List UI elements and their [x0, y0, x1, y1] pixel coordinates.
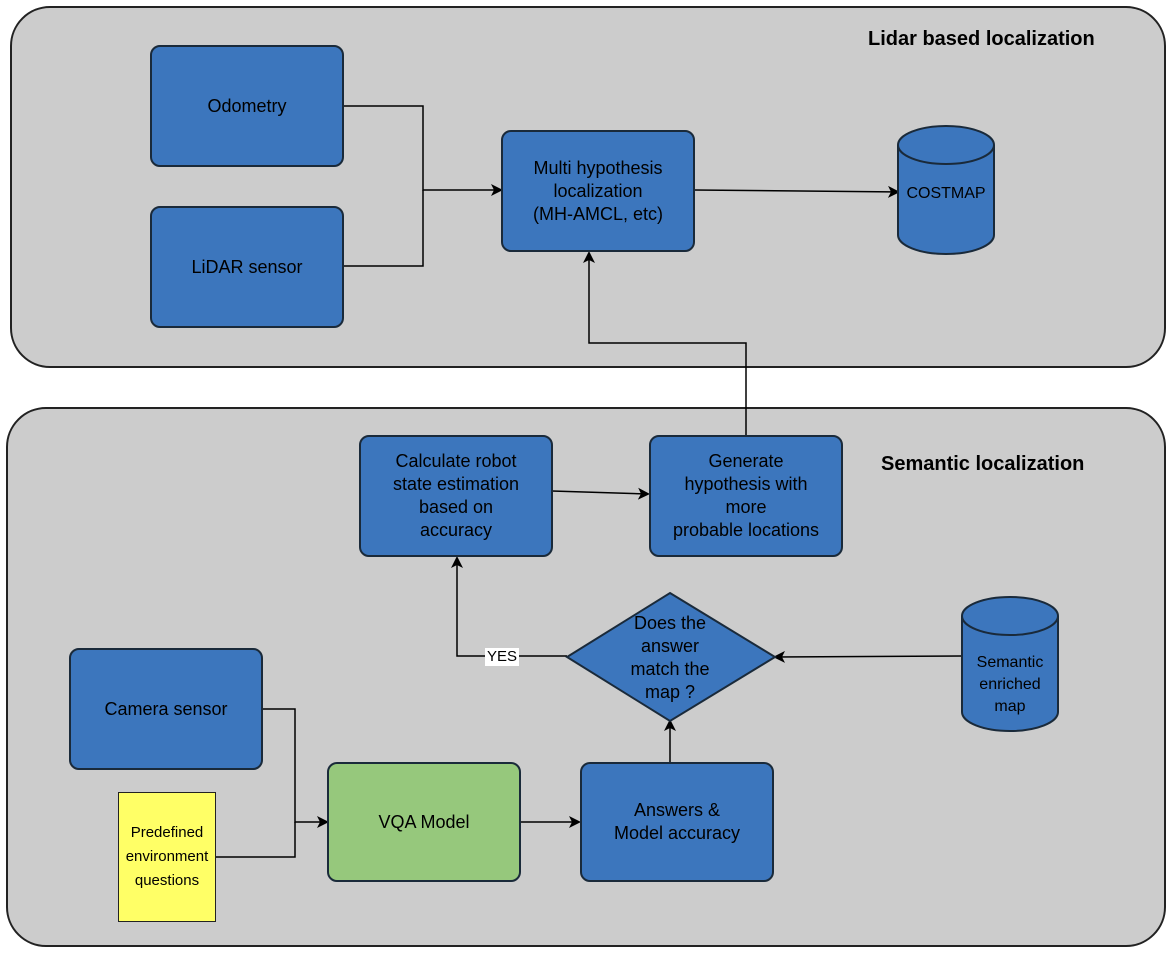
edge-mh-to-costmap	[693, 185, 900, 198]
odometry-node: Odometry	[150, 45, 344, 167]
lidar-sensor-node: LiDAR sensor	[150, 206, 344, 328]
gen-hypothesis-node: Generate hypothesis with more probable l…	[649, 435, 843, 557]
edge-map-to-decision	[773, 650, 963, 663]
costmap-label: COSTMAP	[906, 185, 986, 202]
edge-hypothesis-to-mh	[583, 251, 747, 436]
edge-camera-to-vqa	[263, 708, 329, 828]
semantic-panel-title: Semantic localization	[881, 453, 1085, 475]
vqa-model-node: VQA Model	[327, 762, 521, 882]
decision-label: Does the answer match the map ?	[630, 613, 710, 702]
edge-calc-to-hypothesis	[551, 487, 650, 500]
predefined-questions-note: Predefined environment questions	[118, 792, 216, 922]
edge-lidar-to-mh	[343, 190, 424, 267]
gen-hypothesis-label: Generate hypothesis with more probable l…	[672, 451, 820, 540]
calc-state-node: Calculate robot state estimation based o…	[359, 435, 553, 557]
costmap-cylinder	[897, 125, 995, 255]
camera-sensor-label: Camera sensor	[104, 698, 228, 719]
camera-sensor-node: Camera sensor	[69, 648, 263, 770]
lidar-sensor-label: LiDAR sensor	[191, 256, 303, 277]
semantic-map-label: Semantic enriched map	[976, 654, 1044, 715]
semantic-map-cylinder	[961, 596, 1059, 732]
odometry-label: Odometry	[207, 95, 287, 116]
lidar-panel-title: Lidar based localization	[868, 28, 1095, 50]
yes-edge-label: YES	[485, 648, 520, 666]
predefined-questions-label: Predefined environment questions	[125, 824, 209, 889]
answers-accuracy-label: Answers & Model accuracy	[613, 800, 741, 843]
mh-localization-node: Multi hypothesis localization (MH-AMCL, …	[501, 130, 695, 252]
calc-state-label: Calculate robot state estimation based o…	[392, 451, 520, 540]
edge-decision-to-calc	[451, 556, 567, 657]
answers-accuracy-node: Answers & Model accuracy	[580, 762, 774, 882]
vqa-model-label: VQA Model	[378, 811, 470, 832]
decision-diamond	[565, 591, 777, 723]
edge-odometry-to-mh	[343, 105, 503, 196]
mh-localization-label: Multi hypothesis localization (MH-AMCL, …	[533, 157, 663, 224]
edge-questions-to-vqa	[215, 822, 296, 858]
